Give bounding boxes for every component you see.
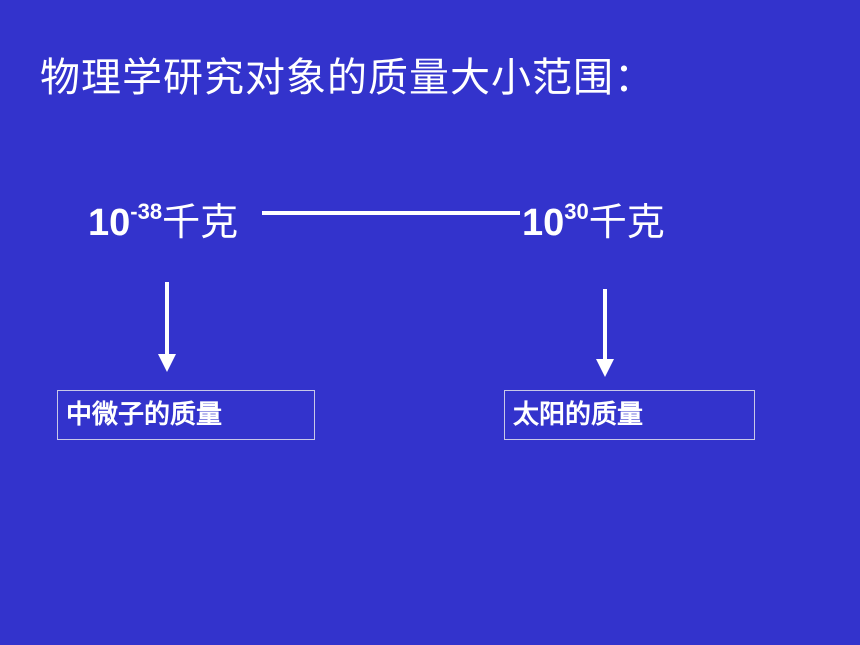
slide-title: 物理学研究对象的质量大小范围： — [40, 55, 655, 101]
arrow-down-left-icon — [158, 282, 176, 372]
range-max-base: 10 — [522, 202, 565, 244]
range-max-unit: 千克 — [588, 200, 665, 244]
arrow-down-right-icon — [596, 289, 614, 377]
range-min-unit: 千克 — [162, 200, 239, 244]
range-min-base: 10 — [88, 202, 131, 244]
range-min-exponent: -38 — [130, 199, 163, 224]
range-connector-line — [262, 211, 520, 215]
range-max-exponent: 30 — [564, 199, 589, 224]
range-max: 1030千克 — [522, 186, 665, 249]
range-min: 10-38千克 — [88, 186, 238, 249]
label-sun-mass: 太阳的质量 — [504, 390, 755, 440]
label-neutrino-mass: 中微子的质量 — [57, 390, 315, 440]
